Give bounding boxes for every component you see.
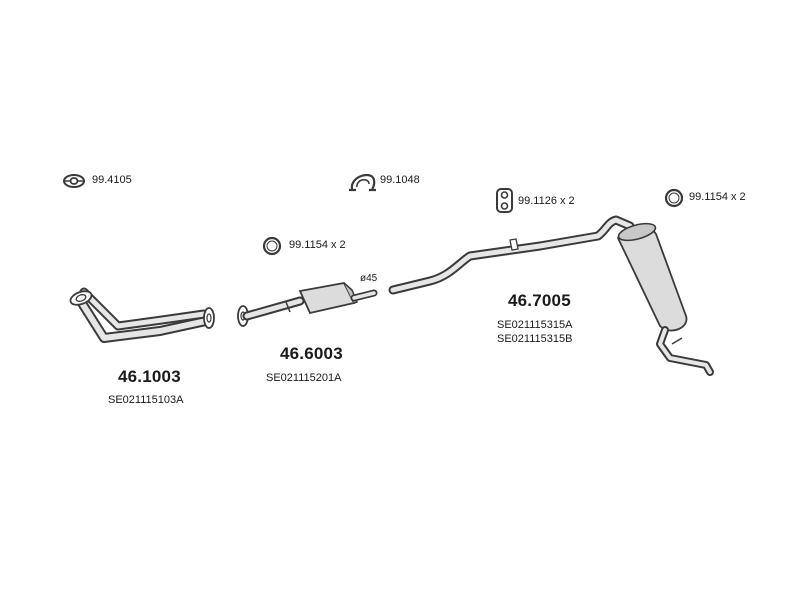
- accessory-code-hanger: 99.1126 x 2: [518, 195, 575, 207]
- oe-number-rear-silencer-a: SE021115315A: [497, 319, 573, 331]
- seal-ring-icon: [664, 188, 684, 208]
- pipe-diameter-label: ø45: [360, 273, 378, 284]
- accessory-code-gasket: 99.4105: [92, 174, 132, 186]
- part-number-centre-silencer: 46.6003: [280, 344, 343, 363]
- front-pipe-46-1003: [69, 287, 215, 343]
- rear-silencer-46-7005: [388, 215, 714, 376]
- accessory-code-clamp: 99.1048: [380, 174, 420, 186]
- gasket-ring-icon: [63, 174, 85, 188]
- part-number-front-pipe: 46.1003: [118, 367, 181, 386]
- oe-number-rear-silencer-b: SE021115315B: [497, 333, 573, 345]
- oe-number-centre-silencer: SE021115201A: [266, 372, 342, 384]
- accessory-code-seal-middle: 99.1154 x 2: [289, 239, 346, 251]
- rubber-hanger-icon: [496, 188, 513, 213]
- oe-number-front-pipe: SE021115103A: [108, 394, 184, 406]
- centre-silencer-46-6003: [237, 281, 378, 327]
- seal-ring-icon: [262, 236, 282, 256]
- u-clamp-icon: [349, 173, 376, 192]
- part-number-rear-silencer: 46.7005: [508, 291, 571, 310]
- accessory-code-seal-right: 99.1154 x 2: [689, 191, 746, 203]
